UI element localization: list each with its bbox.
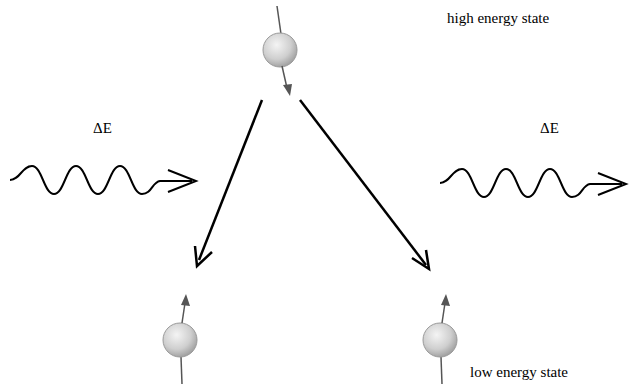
energy-label: ΔE: [93, 120, 112, 137]
spin-arrowhead: [283, 84, 292, 96]
arrowhead: [598, 173, 626, 195]
particle: [163, 323, 197, 357]
particle: [423, 323, 457, 357]
photon-wave: [10, 166, 192, 194]
transition-arrow: [199, 100, 262, 260]
spin-line: [442, 303, 445, 323]
state-label: high energy state: [447, 10, 549, 27]
arrowhead: [195, 246, 212, 266]
spin-line: [277, 6, 281, 34]
spin-arrowhead: [181, 294, 190, 306]
spin-line: [181, 357, 182, 384]
energy-label: ΔE: [540, 120, 559, 137]
spin-line: [182, 303, 185, 323]
spin-arrowhead: [441, 294, 450, 306]
state-label: low energy state: [470, 364, 568, 381]
photon-wave: [440, 169, 622, 197]
transition-arrow: [300, 100, 426, 265]
arrowhead: [168, 170, 196, 192]
particle: [263, 33, 297, 67]
spin-line: [441, 357, 442, 384]
arrowhead: [412, 250, 429, 269]
